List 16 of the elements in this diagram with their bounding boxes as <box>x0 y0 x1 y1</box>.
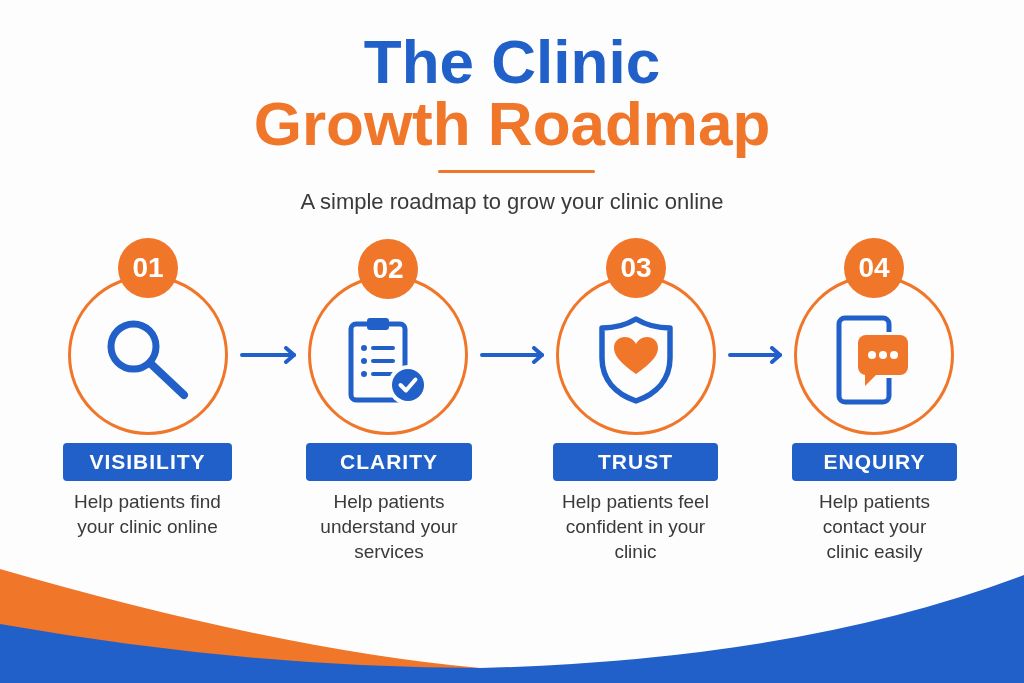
step-number-badge: 03 <box>606 238 666 298</box>
step-number-badge: 01 <box>118 238 178 298</box>
step-number-badge: 04 <box>844 238 904 298</box>
step-description: Help patients find your clinic online <box>73 490 222 539</box>
step-description: Help patients understand your services <box>319 490 459 564</box>
step-label: VISIBILITY <box>63 443 232 481</box>
step-description: Help patients contact your clinic easily <box>818 490 931 564</box>
step-description: Help patients feel confident in your clinic <box>561 490 710 564</box>
step-label: TRUST <box>553 443 718 481</box>
step-label: CLARITY <box>306 443 472 481</box>
step-label: ENQUIRY <box>792 443 957 481</box>
step-number-badge: 02 <box>358 239 418 299</box>
arrow <box>480 346 544 364</box>
arrow <box>240 346 296 364</box>
subtitle: A simple roadmap to grow your clinic online <box>300 189 724 215</box>
arrow <box>728 346 782 364</box>
